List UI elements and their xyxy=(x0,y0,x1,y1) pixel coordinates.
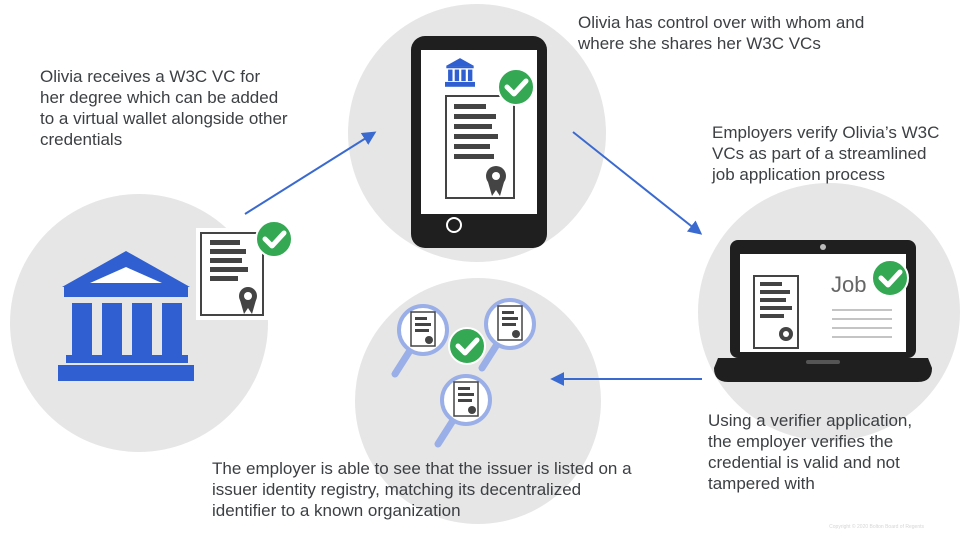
check-icon xyxy=(497,68,535,106)
copyright-footer: Copyright © 2020 Bolton Board of Regents xyxy=(829,524,924,530)
caption-employer: Employers verify Olivia’s W3C VCs as par… xyxy=(712,123,940,184)
certificate-icon xyxy=(445,95,515,199)
magnifier-icon xyxy=(391,304,449,378)
magnifier-icon xyxy=(434,374,492,448)
arrow-icon xyxy=(244,131,377,215)
caption-wallet: Olivia has control over with whom and wh… xyxy=(578,13,865,53)
magnifier-icon xyxy=(478,298,536,372)
laptop-screen-word: Job xyxy=(831,272,867,297)
check-icon xyxy=(255,220,293,258)
check-icon xyxy=(871,259,909,297)
caption-registry: The employer is able to see that the iss… xyxy=(212,459,632,520)
caption-issue: Olivia receives a W3C VC for her degree … xyxy=(40,67,288,149)
arrow-icon xyxy=(572,131,703,235)
caption-verify: Using a verifier application, the employ… xyxy=(708,411,913,493)
laptop-icon xyxy=(714,240,932,382)
bank-icon xyxy=(58,251,194,381)
check-icon xyxy=(448,327,486,365)
bank-icon xyxy=(445,58,475,87)
